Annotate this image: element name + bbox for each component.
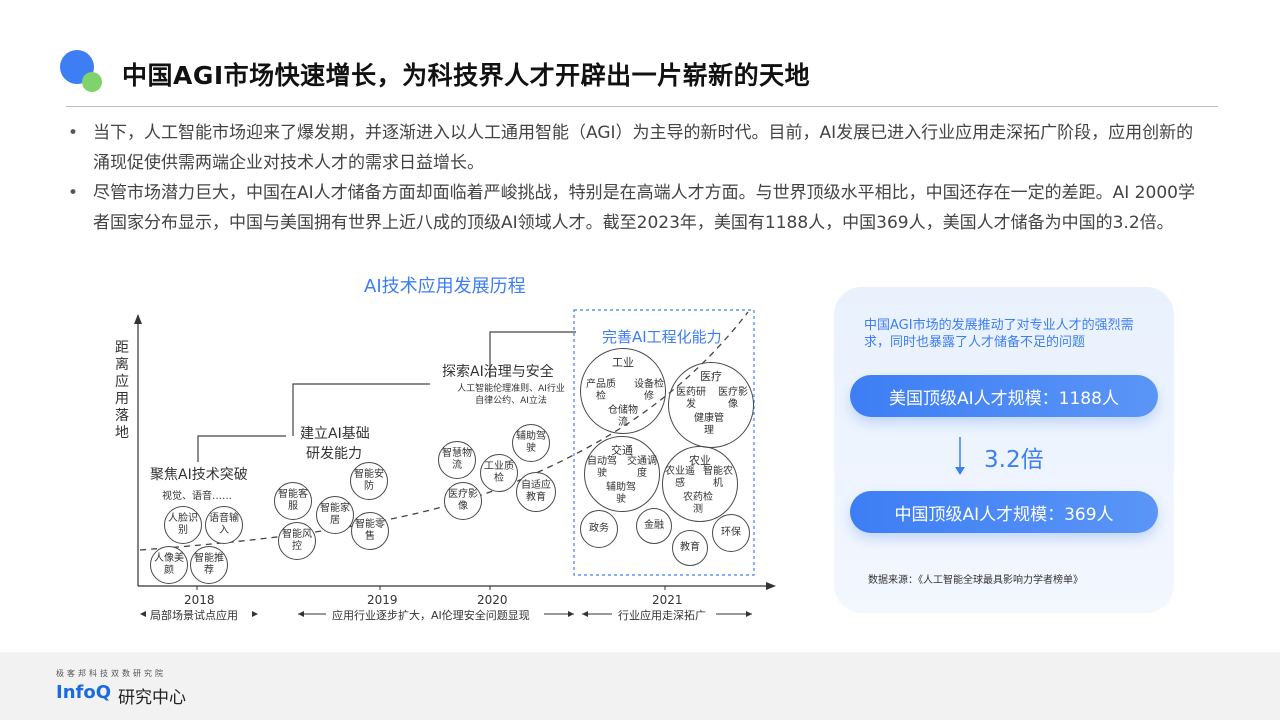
bubble-education: 教育 [672, 530, 708, 566]
bubble-government: 政务 [580, 510, 618, 548]
bubble-smart-security: 智能安防 [350, 462, 388, 500]
down-arrow-icon [955, 437, 965, 475]
phase2-left-arrow-icon [298, 611, 304, 617]
bullet-item: 当下，人工智能市场迎来了爆发期，并逐渐进入以人工通用智能（AGI）为主导的新时代… [66, 118, 1196, 178]
stage-4-title: 完善AI工程化能力 [602, 328, 722, 346]
bubble-smart-risk: 智能风控 [278, 522, 316, 560]
bubble-finance: 金融 [636, 508, 672, 544]
research-center-logo: 研究中心 [118, 688, 186, 708]
bubble-smart-service: 智能客服 [274, 482, 312, 520]
bubble-smart-recommend: 智能推荐 [190, 546, 228, 584]
stage-4-box [573, 309, 755, 576]
x-axis-arrow-icon [766, 582, 776, 590]
year-label-2020: 2020 [477, 593, 508, 607]
year-label-2018: 2018 [184, 593, 215, 607]
phase2-right-arrow-icon [568, 611, 574, 617]
diagram-lines [134, 309, 776, 617]
y-axis-label: 距离应用落地 [115, 340, 129, 441]
stage-3-subtitle: 人工智能伦理准则、AI行业 自律公约、AI立法 [436, 383, 586, 407]
year-label-2021: 2021 [652, 593, 683, 607]
diagram-title: AI技术应用发展历程 [364, 276, 526, 297]
item-traffic-dispatch: 交通调度 [627, 456, 657, 479]
y-axis-arrow-icon [134, 314, 142, 324]
year-label-2019: 2019 [367, 593, 398, 607]
item-smart-machinery: 智能农机 [703, 466, 733, 489]
item-health-mgmt: 健康管理 [694, 413, 724, 436]
ai-development-diagram: 距离应用落地 聚焦AI技术突破 视觉、语音…… 建立AI基础 研发能力 探索AI… [100, 300, 790, 630]
bubble-face-recognition: 人脸识别 [164, 506, 202, 544]
data-source: 数据来源：《人工智能全球最具影响力学者榜单》 [868, 575, 1083, 586]
stage-3-marker [489, 331, 576, 378]
stage-3-subtitle-line1: 人工智能伦理准则、AI行业 [457, 384, 565, 394]
stage-1-subtitle: 视觉、语音…… [162, 491, 232, 502]
phase1-left-arrow-icon [140, 611, 146, 617]
item-warehouse-logistics: 仓储物流 [608, 405, 638, 428]
circle-agriculture: 农业 [662, 446, 738, 522]
phase3-right-arrow-icon [746, 611, 752, 617]
bubble-industrial-inspect: 工业质检 [480, 454, 518, 492]
panel-description: 中国AGI市场的发展推动了对专业人才的强烈需求，同时也暴露了人才储备不足的问题 [864, 318, 1134, 350]
stage-2-title-line1: 建立AI基础 [300, 426, 370, 442]
bubble-smart-retail: 智能零售 [351, 512, 389, 550]
ratio-value: 3.2倍 [984, 447, 1044, 473]
bubble-smart-home: 智能家居 [316, 496, 354, 534]
item-equipment-repair: 设备检修 [634, 379, 664, 402]
item-pesticide-test: 农药检测 [683, 492, 713, 515]
phase-label-3: 行业应用走深拓广 [618, 609, 706, 622]
bubble-medical-imaging: 医疗影像 [444, 482, 482, 520]
infoq-logo: InfoQ [56, 682, 112, 703]
stage-3-subtitle-line2: 自律公约、AI立法 [475, 396, 547, 406]
bullet-list: 当下，人工智能市场迎来了爆发期，并逐渐进入以人工通用智能（AGI）为主导的新时代… [66, 118, 1196, 238]
phase1-right-arrow-icon [252, 611, 258, 617]
stage-1-marker [197, 435, 286, 462]
bubble-assisted-drive: 辅助驾驶 [512, 424, 550, 462]
stage-2-title: 建立AI基础 研发能力 [300, 423, 370, 463]
bubble-smart-logistics: 智慧物流 [438, 441, 476, 479]
phase3-left-arrow-icon [582, 611, 588, 617]
bubble-environment: 环保 [712, 514, 750, 552]
phase-label-2: 应用行业逐步扩大，AI伦理安全问题显现 [332, 609, 530, 622]
footer: 极客邦科技双数研究院 InfoQ 研究中心 [0, 652, 1280, 720]
item-assist-drive: 辅助驾驶 [606, 482, 636, 505]
title-divider [66, 106, 1218, 107]
us-talent-pill: 美国顶级AI人才规模：1188人 [850, 375, 1158, 417]
item-agri-sensing: 农业遥感 [665, 466, 695, 489]
stage-2-title-line2: 研发能力 [306, 446, 362, 462]
circle-traffic: 交通 [584, 436, 660, 512]
stage-3-title: 探索AI治理与安全 [442, 364, 554, 380]
bubble-portrait-beauty: 人像美颜 [150, 546, 188, 584]
circle-industry: 工业 [580, 348, 666, 434]
green-dot-icon [82, 72, 102, 92]
talent-comparison-panel: 中国AGI市场的发展推动了对专业人才的强烈需求，同时也暴露了人才储备不足的问题 … [834, 287, 1174, 613]
item-med-imaging: 医疗影像 [718, 387, 748, 410]
title-logo-dots [60, 50, 108, 94]
stage-2-marker [292, 383, 430, 436]
item-product-inspect: 产品质检 [586, 379, 616, 402]
phase-label-1: 局部场景试点应用 [150, 609, 238, 622]
cn-talent-pill: 中国顶级AI人才规模：369人 [850, 491, 1158, 533]
page-title: 中国AGI市场快速增长，为科技界人才开辟出一片崭新的天地 [122, 61, 811, 90]
bubble-adaptive-edu: 自适应教育 [516, 472, 556, 512]
bubble-voice-input: 语音输入 [205, 506, 243, 544]
item-auto-drive: 自动驾驶 [587, 456, 617, 479]
bullet-item: 尽管市场潜力巨大，中国在AI人才储备方面却面临着严峻挑战，特别是在高端人才方面。… [66, 178, 1196, 238]
footer-subtitle: 极客邦科技双数研究院 [56, 669, 166, 678]
item-drug-research: 医药研发 [676, 387, 706, 410]
stage-1-title: 聚焦AI技术突破 [150, 467, 248, 483]
